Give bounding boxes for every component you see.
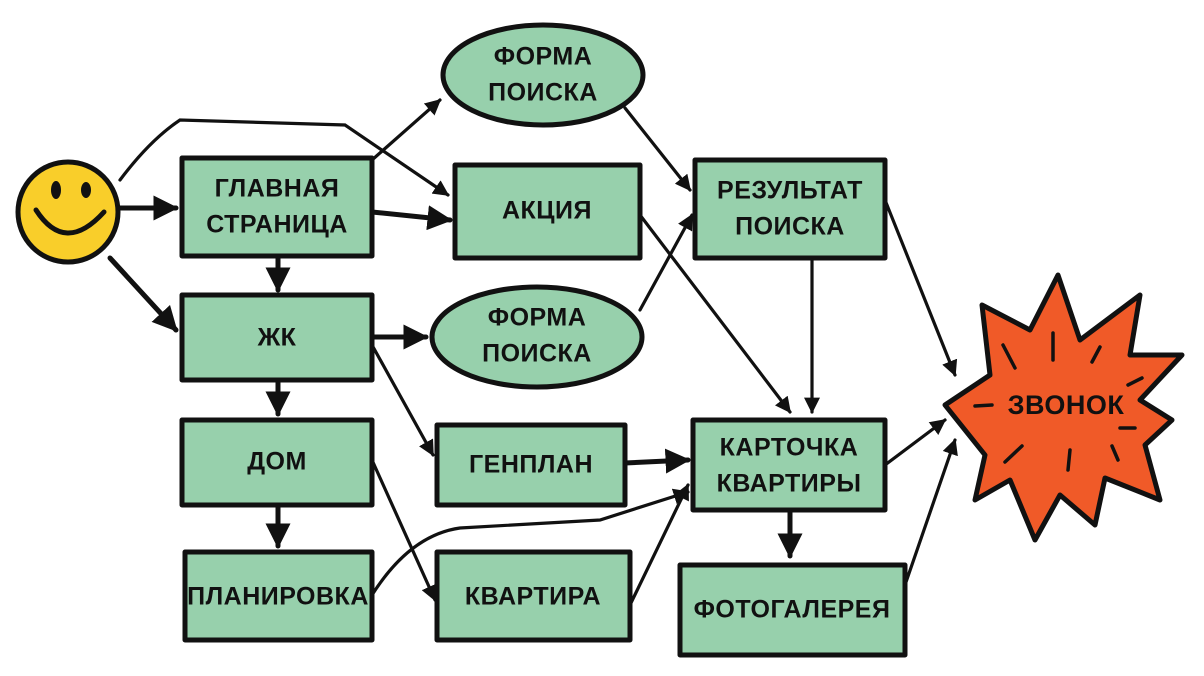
node-label: ЖК (257, 324, 297, 352)
node-label: ФОТОГАЛЕРЕЯ (694, 596, 891, 624)
node-label: ПОИСКА (488, 79, 598, 107)
node-label: ФОРМА (488, 304, 587, 332)
node-label: ПОИСКА (482, 340, 592, 368)
node-label: ГЕНПЛАН (469, 451, 593, 479)
node-house: ДОМ (179, 417, 375, 508)
node-label: ГЛАВНАЯ (215, 175, 340, 203)
node-action: АКЦИЯ (452, 162, 643, 261)
edge-user-to-complex (107, 255, 179, 333)
node-label: РЕЗУЛЬТАТ (717, 177, 863, 205)
node-search-result: РЕЗУЛЬТАТ ПОИСКА (692, 157, 888, 261)
edge-main-to-action (369, 205, 453, 231)
user-smiley-icon (15, 159, 121, 265)
edge-complex-to-masterplan (370, 343, 435, 457)
edge-result-to-call (883, 198, 958, 377)
node-label: ПЛАНИРОВКА (187, 583, 369, 611)
edge-card-to-call (883, 418, 947, 467)
edge-apartment-to-card (628, 483, 690, 607)
node-search-form-1: ФОРМА ПОИСКА (440, 22, 646, 128)
burst-marks-icon (973, 331, 1144, 472)
node-masterplan: ГЕНПЛАН (434, 422, 628, 508)
node-label: ЗВОНОК (1008, 390, 1125, 420)
node-label: КАРТОЧКА (720, 434, 859, 462)
node-call-goal: ЗВОНОК (942, 272, 1185, 543)
node-apartment: КВАРТИРА (434, 549, 633, 643)
edge-user-to-action (118, 118, 450, 197)
node-label: АКЦИЯ (502, 197, 592, 225)
node-layout: ПЛАНИРОВКА (182, 549, 375, 643)
node-label: КВАРТИРА (465, 583, 601, 611)
edge-search-form-to-result-2 (638, 213, 694, 312)
node-label: СТРАНИЦА (206, 211, 348, 239)
node-label: ДОМ (247, 448, 307, 476)
edge-main-to-search-form (370, 98, 442, 162)
edge-search-form-to-result (623, 106, 692, 192)
node-label: ПОИСКА (735, 213, 845, 241)
node-search-form-2: ФОРМА ПОИСКА (429, 284, 645, 390)
node-residential-complex: ЖК (179, 292, 375, 383)
edge-gallery-to-call (903, 438, 958, 587)
edge-house-to-apartment (370, 458, 437, 602)
node-main-page: ГЛАВНАЯ СТРАНИЦА (179, 155, 375, 259)
edge-masterplan-to-card (622, 448, 691, 474)
node-label: КВАРТИРЫ (717, 470, 862, 498)
edge-layout-to-card (370, 488, 690, 597)
node-label: ФОРМА (494, 43, 593, 71)
edges (107, 98, 958, 607)
edge-action-to-card (638, 213, 792, 414)
node-photo-gallery: ФОТОГАЛЕРЕЯ (677, 562, 908, 658)
node-apartment-card: КАРТОЧКА КВАРТИРЫ (690, 417, 888, 513)
